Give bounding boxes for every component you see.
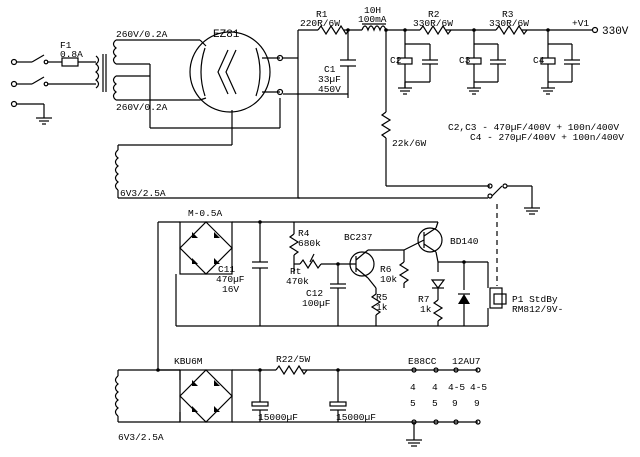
pin-c-bot: 9 [452, 398, 458, 409]
heater-winding-2-label: 6V3/2.5A [118, 432, 164, 443]
relay-ref: P1 StdBy [512, 294, 558, 305]
r3-ref: R3 [502, 9, 514, 20]
secondary-bottom-label: 260V/0.2A [116, 102, 168, 113]
ht-filter [296, 23, 599, 215]
r6-value: 10k [380, 274, 397, 285]
bleeder-value: 22k/6W [392, 138, 427, 149]
choke-current: 100mA [358, 14, 387, 25]
pt-value: 470k [286, 276, 309, 287]
tube1-label: E88CC [408, 356, 437, 367]
heater-cap-a-value: 15000µF [258, 412, 298, 423]
standby-bridge-label: M-0.5A [188, 208, 223, 219]
choke-value: 10H [364, 5, 381, 16]
pin-b-top: 4 [432, 382, 438, 393]
secondary-top-label: 260V/0.2A [116, 29, 168, 40]
c2-ref: C2 [390, 55, 402, 66]
v1-label: +V1 [572, 18, 589, 29]
c4-ref: C4 [533, 55, 545, 66]
c3-ref: C3 [459, 55, 471, 66]
pt-ref: Pt [290, 266, 301, 277]
r5-value: 1k [376, 302, 388, 313]
mains-input [10, 54, 96, 125]
r1-value: 220R/6W [300, 18, 340, 29]
r4-ref: R4 [298, 228, 310, 239]
heater-cap-b-value: 15000µF [336, 412, 376, 423]
pin-d-top: 4-5 [470, 382, 487, 393]
r7-ref: R7 [418, 294, 429, 305]
c11-value: 470µF [216, 274, 245, 285]
c1-ref: C1 [324, 64, 336, 75]
v1-value: 330V [602, 26, 629, 38]
q2-label: BD140 [450, 236, 479, 247]
c1-voltage: 450V [318, 84, 341, 95]
rectifier-tube-label: EZ81 [213, 29, 240, 41]
cap-note-2: C4 - 270µF/400V + 100n/400V [470, 132, 624, 143]
c1-value: 33µF [318, 74, 341, 85]
fuse-value: 0.8A [60, 49, 83, 60]
c12-ref: C12 [306, 288, 323, 299]
r2-ref: R2 [428, 9, 440, 20]
relay-model: RM812/9V- [512, 304, 563, 315]
r2-value: 330R/6W [413, 18, 453, 29]
r4-value: 680k [298, 238, 321, 249]
standby-circuit [157, 204, 507, 370]
c12-value: 100µF [302, 298, 331, 309]
pin-a-top: 4 [410, 382, 416, 393]
r6-ref: R6 [380, 264, 392, 275]
fuse-ref: F1 [60, 40, 72, 51]
tube2-label: 12AU7 [452, 356, 481, 367]
mains-transformer [95, 39, 281, 129]
pin-c-top: 4-5 [448, 382, 465, 393]
ez81-tube [189, 31, 298, 113]
cap-note-1: C2,C3 - 470µF/400V + 100n/400V [448, 122, 619, 133]
c11-ref: C11 [218, 264, 235, 275]
pin-b-bot: 5 [432, 398, 438, 409]
pin-d-bot: 9 [474, 398, 480, 409]
r22-label: R22/5W [276, 354, 311, 365]
heater-winding-1 [114, 110, 300, 199]
r3-value: 330R/6W [489, 18, 529, 29]
pin-a-bot: 5 [410, 398, 416, 409]
c11-voltage: 16V [222, 284, 239, 295]
q1-label: BC237 [344, 232, 373, 243]
heater-winding-1-label: 6V3/2.5A [120, 188, 166, 199]
r7-value: 1k [420, 304, 432, 315]
r5-ref: R5 [376, 292, 388, 303]
heater-bridge-label: KBU6M [174, 356, 203, 367]
r1-ref: R1 [316, 9, 328, 20]
heater-supply [114, 364, 481, 447]
